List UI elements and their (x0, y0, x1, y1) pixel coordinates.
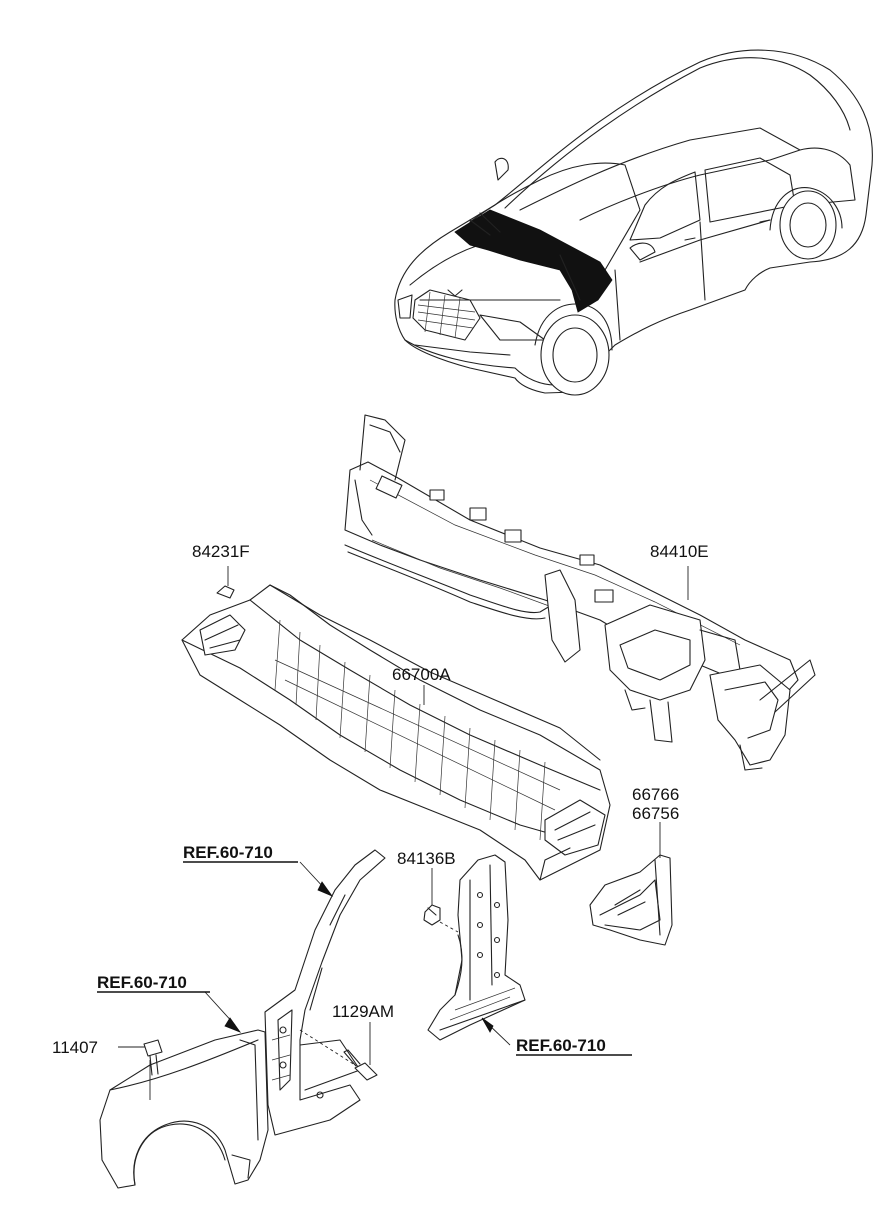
grommet-icon (423, 904, 441, 926)
inner-panel-icon (427, 854, 526, 1041)
label-ref-inner: REF.60-710 (516, 1036, 606, 1055)
label-84410e: 84410E (650, 542, 709, 561)
label-11407: 11407 (52, 1038, 98, 1057)
bolt-icon (143, 1039, 378, 1081)
label-66756: 66756 (632, 804, 679, 823)
pillar-icon (264, 849, 386, 1136)
cowl-panel-icon (181, 584, 611, 881)
leader-lines (118, 566, 689, 1100)
cowl-cover-icon (216, 585, 235, 599)
label-1129am: 1129AM (332, 1002, 394, 1021)
bracket-icon (589, 854, 673, 946)
label-66766: 66766 (632, 785, 679, 804)
label-ref-pillar: REF.60-710 (183, 843, 273, 862)
label-84136b: 84136B (397, 849, 456, 868)
label-66700a: 66700A (392, 665, 451, 684)
label-ref-fender: REF.60-710 (97, 973, 187, 992)
fender-icon (99, 1029, 269, 1189)
car-overview-icon (394, 49, 873, 396)
label-84231f: 84231F (192, 542, 250, 561)
crossmember-icon (344, 414, 816, 771)
